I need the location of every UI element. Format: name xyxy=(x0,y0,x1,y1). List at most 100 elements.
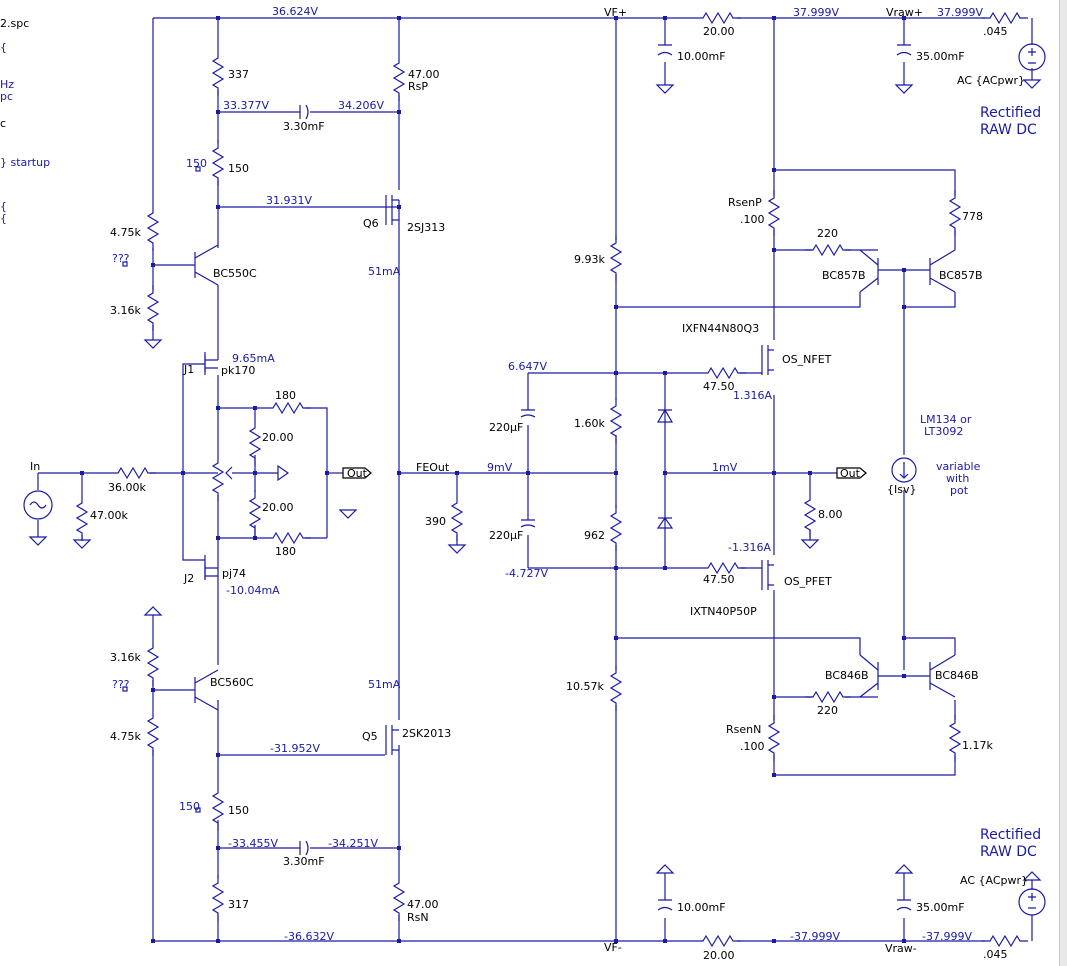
node-vfplus: VF+ xyxy=(604,6,627,19)
label-rect-a2: RAW DC xyxy=(980,122,1037,138)
resistor-3k16b xyxy=(147,639,159,687)
label-r20top: 20.00 xyxy=(703,25,735,38)
label-lm-a: LM134 or xyxy=(920,413,972,426)
label-r47k: 47.00k xyxy=(90,509,128,522)
label-r20a: 20.00 xyxy=(262,431,294,444)
node-v33: 33.377V xyxy=(223,99,269,112)
port-out-left: Out xyxy=(347,467,368,480)
label-r20b: 20.00 xyxy=(262,501,294,514)
resistor-317 xyxy=(212,874,224,922)
cap-330a xyxy=(299,104,309,120)
label-rsenn-v: .100 xyxy=(740,740,765,753)
label-c220a: 220µF xyxy=(489,421,523,434)
resistor-20b xyxy=(249,489,261,537)
label-r4k75b: 4.75k xyxy=(110,730,141,743)
resistor-rsenn xyxy=(768,714,780,762)
label-r47rsp-n: RsP xyxy=(408,80,428,93)
resistor-150b xyxy=(212,784,224,832)
node-vtop: 36.624V xyxy=(272,5,318,18)
label-i1316b: -1.316A xyxy=(728,541,771,554)
label-qqq2: ??? xyxy=(112,678,130,691)
label-r47rsp-v: 47.00 xyxy=(408,68,440,81)
label-r337: 337 xyxy=(228,68,249,81)
label-r47rsn-v: 47.00 xyxy=(407,898,439,911)
label-r4750b: 47.50 xyxy=(703,573,735,586)
label-q6: Q6 xyxy=(363,217,379,230)
label-j2-t: pj74 xyxy=(222,567,246,580)
frag-c: c xyxy=(0,117,6,130)
resistor-4k75b xyxy=(147,709,159,757)
node-vm34: -34.251V xyxy=(328,837,378,850)
resistor-4750a xyxy=(699,367,747,379)
label-rsenp: RsenP xyxy=(728,196,762,209)
label-i51a: 51mA xyxy=(368,265,401,278)
resistor-36k xyxy=(109,467,157,479)
label-c220b: 220µF xyxy=(489,529,523,542)
resistor-220b xyxy=(804,691,852,703)
label-rsenp-v: .100 xyxy=(740,213,765,226)
label-c35a: 35.00mF xyxy=(916,50,965,63)
vertical-scrollbar[interactable] xyxy=(1059,0,1067,966)
label-pfet-n: OS_PFET xyxy=(784,575,832,588)
node-1mv: 1mV xyxy=(712,461,738,474)
label-q5: Q5 xyxy=(362,730,378,743)
node-vm33: -33.455V xyxy=(228,837,278,850)
node-vbot: -36.632V xyxy=(284,930,334,943)
node-in: In xyxy=(30,460,40,473)
label-ac-a: AC {ACpwr} xyxy=(957,74,1025,87)
node-vm37a: -37.999V xyxy=(790,930,840,943)
label-i965: 9.65mA xyxy=(232,352,275,365)
label-c330a: 3.30mF xyxy=(283,120,325,133)
resistor-390 xyxy=(451,494,463,542)
grounds xyxy=(28,79,1042,881)
capacitors xyxy=(299,44,912,911)
label-lm-b: LT3092 xyxy=(924,425,963,438)
node-v31: 31.931V xyxy=(266,194,312,207)
label-rect-a1: Rectified xyxy=(980,105,1041,121)
label-rect-b2: RAW DC xyxy=(980,844,1037,860)
label-r1057: 10.57k xyxy=(566,680,604,693)
diodes xyxy=(656,408,674,529)
resistor-180a xyxy=(264,402,312,414)
port-out-right: Out xyxy=(840,467,861,480)
label-r317: 317 xyxy=(228,898,249,911)
resistor-180b xyxy=(264,532,312,544)
label-r47rsn-n: RsN xyxy=(407,911,429,924)
label-r4750a: 47.50 xyxy=(703,380,735,393)
label-nfet: IXFN44N80Q3 xyxy=(682,322,759,335)
label-bc846a: BC846B xyxy=(825,669,869,682)
label-r36k: 36.00k xyxy=(108,481,146,494)
resistor-962 xyxy=(610,504,622,552)
resistor-47k xyxy=(76,494,88,542)
label-q6-t: 2SJ313 xyxy=(407,221,445,234)
resistor-20a xyxy=(249,419,261,467)
resistor-160 xyxy=(610,397,622,445)
resistor-rsenp xyxy=(768,189,780,237)
resistor-20bot xyxy=(694,935,742,947)
frag-brace2: { xyxy=(0,200,7,213)
component-labels: 337 150 150 4.75k ??? 3.16k BC550C 47.00… xyxy=(90,25,1041,962)
label-r180a: 180 xyxy=(275,389,296,402)
port-flags xyxy=(342,467,867,479)
resistor-rsn xyxy=(393,874,405,922)
resistor-1057 xyxy=(610,664,622,712)
resistor-3k16a xyxy=(147,284,159,332)
node-vraw-plus: Vraw+ xyxy=(886,6,923,19)
label-r4k75a: 4.75k xyxy=(110,226,141,239)
label-qqq1: ??? xyxy=(112,252,130,265)
label-r3k16b: 3.16k xyxy=(110,651,141,664)
resistor-993 xyxy=(610,234,622,282)
resistor-150a xyxy=(212,139,224,187)
node-feout: FEOut xyxy=(416,461,450,474)
resistor-337 xyxy=(212,49,224,97)
cap-330b xyxy=(299,840,309,856)
label-rsenn: RsenN xyxy=(726,723,761,736)
label-q-top: BC550C xyxy=(213,267,257,280)
cap-220a xyxy=(520,409,536,418)
resistor-4k75a xyxy=(147,204,159,252)
label-r045b: .045 xyxy=(983,948,1008,961)
node-v34: 34.206V xyxy=(338,99,384,112)
frag-hz: Hz xyxy=(0,78,14,91)
node-vraw-minus: Vraw- xyxy=(885,942,917,955)
